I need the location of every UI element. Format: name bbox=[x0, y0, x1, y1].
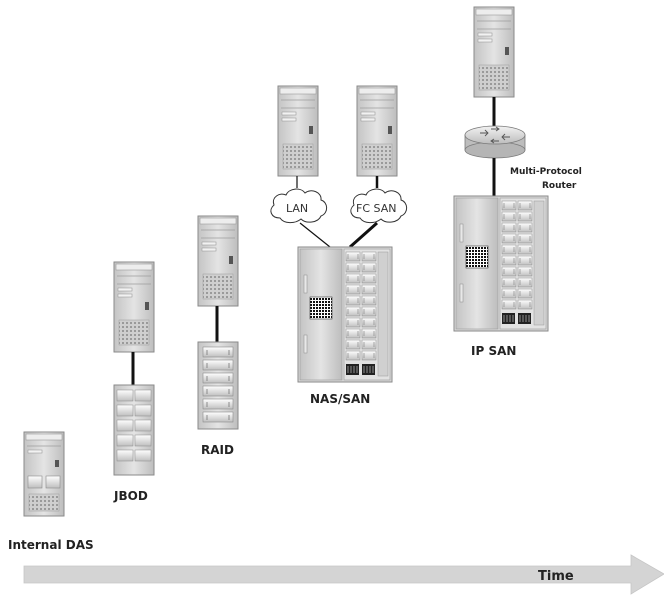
fcsan-to-nas-link bbox=[349, 221, 378, 249]
jbod-label: JBOD bbox=[113, 489, 148, 503]
ip-san-label: IP SAN bbox=[471, 344, 516, 358]
time-axis-label: Time bbox=[538, 569, 574, 584]
nas-fc-server bbox=[356, 85, 398, 177]
lan-to-nas-link bbox=[299, 222, 331, 248]
internal-das-server bbox=[23, 431, 65, 517]
nas-lan-server bbox=[277, 85, 319, 177]
ip-san-storage-rack bbox=[454, 196, 548, 331]
internal-das-label: Internal DAS bbox=[8, 538, 94, 552]
multi-protocol-router bbox=[464, 125, 526, 159]
raid-label: RAID bbox=[201, 443, 234, 457]
ip-san-host-server bbox=[473, 6, 515, 98]
jbod-enclosure bbox=[113, 384, 155, 476]
router-label-line1: Multi-Protocol bbox=[510, 167, 582, 177]
lan-cloud-label: LAN bbox=[286, 202, 308, 215]
time-arrow: Time bbox=[23, 554, 664, 595]
jbod-host-server bbox=[113, 261, 155, 353]
fc-san-cloud-label: FC SAN bbox=[356, 202, 396, 215]
router-label-line2: Router bbox=[542, 181, 577, 191]
raid-host-server bbox=[197, 215, 239, 307]
nas-san-label: NAS/SAN bbox=[310, 392, 370, 406]
nas-san-storage-rack bbox=[298, 247, 392, 382]
raid-array bbox=[197, 341, 239, 430]
time-arrow-shape bbox=[23, 554, 664, 595]
